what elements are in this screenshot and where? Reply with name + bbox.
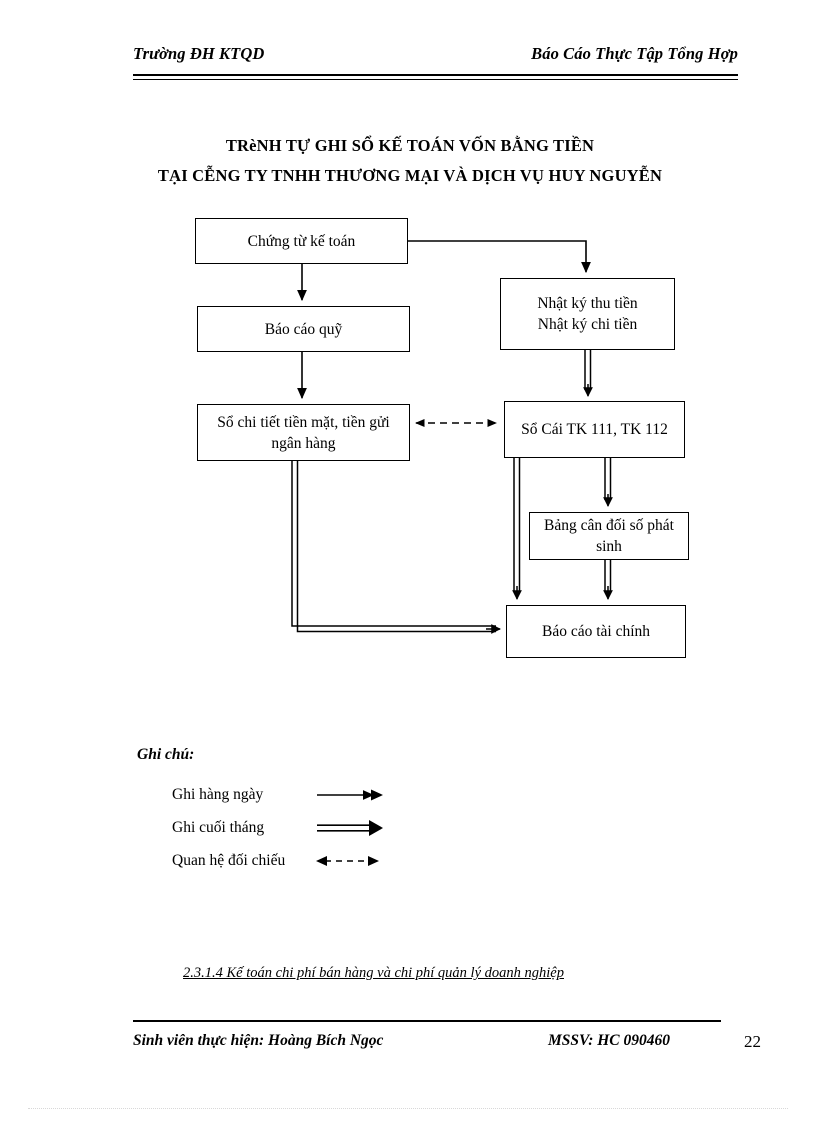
legend-item-label: Ghi cuối tháng — [172, 819, 265, 836]
legend-arrow-single — [315, 778, 385, 811]
header-divider-thin — [133, 79, 738, 80]
page-footer: Sinh viên thực hiện: Hoàng Bích Ngọc MSS… — [133, 1032, 761, 1058]
legend-arrow-double — [315, 811, 385, 844]
legend-item-ghi-hang-ngay: Ghi hàng ngày — [172, 778, 432, 811]
footer-student-id: MSSV: HC 090460 — [548, 1032, 671, 1049]
footer-divider — [133, 1020, 721, 1022]
flow-node-chung-tu: Chứng từ kế toán — [195, 218, 408, 264]
edge-socai-to-bangcandoi — [603, 458, 613, 507]
page-title: TRèNH TỰ GHI SỔ KẾ TOÁN VỐN BẰNG TIỀN TẠ… — [60, 131, 760, 191]
header-left-text: Trường ĐH KTQD — [133, 44, 265, 63]
page-number: 22 — [744, 1032, 761, 1051]
flow-node-so-cai: Sổ Cái TK 111, TK 112 — [504, 401, 685, 458]
scan-artifact-line — [28, 1108, 788, 1109]
running-header: Trường ĐH KTQD Báo Cáo Thực Tập Tổng Hợp — [133, 44, 738, 72]
footer-student-name: Sinh viên thực hiện: Hoàng Bích Ngọc — [133, 1032, 384, 1049]
edge-sochitiet-to-baocaotc — [291, 461, 501, 634]
flow-node-bao-cao-quy: Báo cáo quỹ — [197, 306, 410, 352]
edge-nhatky-to-socai — [583, 350, 593, 397]
legend-item-quan-he-doi-chieu: Quan hệ đối chiếu — [172, 844, 432, 877]
header-right-text: Báo Cáo Thực Tập Tổng Hợp — [531, 44, 738, 63]
flow-node-so-chi-tiet: Sổ chi tiết tiền mặt, tiền gửi ngân hàng — [197, 404, 410, 461]
flow-node-nhat-ky: Nhật ký thu tiền Nhật ký chi tiền — [500, 278, 675, 350]
flow-node-bao-cao-tai-chinh: Báo cáo tài chính — [506, 605, 686, 658]
legend-item-label: Quan hệ đối chiếu — [172, 852, 286, 869]
legend: Ghi hàng ngày Ghi cuối tháng Quan hệ đối… — [172, 778, 432, 877]
legend-arrow-dashed-bidirectional — [315, 844, 385, 877]
legend-item-label: Ghi hàng ngày — [172, 786, 264, 803]
page-title-line-1: TRèNH TỰ GHI SỔ KẾ TOÁN VỐN BẰNG TIỀN — [225, 136, 595, 155]
section-heading: 2.3.1.4 Kế toán chi phí bán hàng và chi … — [183, 965, 564, 981]
edge-socai-to-baocaotc — [512, 458, 522, 600]
header-divider-thick — [133, 74, 738, 76]
edge-chungtu-to-nhatky — [408, 240, 591, 274]
edge-bangcandoi-to-baocaotc — [603, 560, 613, 600]
legend-item-ghi-cuoi-thang: Ghi cuối tháng — [172, 811, 432, 844]
page-title-line-2: TẠI CỄNG TY TNHH THƯƠNG MẠI VÀ DỊCH VỤ H… — [157, 166, 663, 185]
flow-node-bang-can-doi: Bảng cân đối số phát sinh — [529, 512, 689, 560]
legend-title: Ghi chú: — [137, 746, 195, 763]
